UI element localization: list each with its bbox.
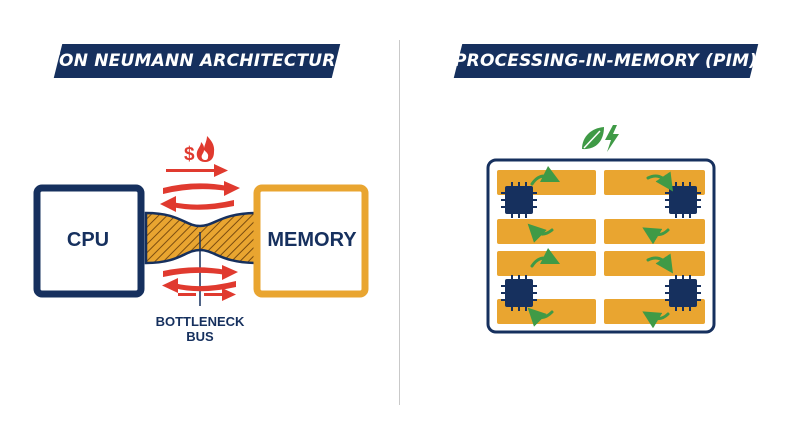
bottleneck-bus-label: BOTTLENECK BUS bbox=[150, 314, 250, 344]
cycle-arrow-icon bbox=[527, 307, 554, 327]
bus-label-line1: BOTTLENECK bbox=[155, 314, 245, 329]
bus-label-line2: BUS bbox=[186, 329, 214, 344]
arrow-right-icon bbox=[166, 164, 228, 177]
memory-cell bbox=[604, 251, 705, 276]
fire-icon bbox=[196, 136, 215, 162]
panel-divider bbox=[399, 40, 400, 405]
memory-cell bbox=[497, 219, 596, 244]
chip-icon bbox=[501, 182, 537, 218]
cycle-arrow-icon bbox=[646, 253, 673, 274]
cycle-arrow-icon bbox=[527, 223, 554, 243]
arrow-right-icon bbox=[178, 288, 236, 301]
chip-icon bbox=[501, 275, 537, 311]
cpu-box bbox=[33, 184, 145, 298]
bottleneck-bus bbox=[144, 211, 260, 265]
chip-icon bbox=[665, 182, 701, 218]
arrow-left-icon bbox=[162, 278, 236, 293]
cycle-arrow-icon bbox=[530, 247, 561, 268]
arrow-right-icon bbox=[163, 265, 238, 280]
arrow-right-icon bbox=[163, 181, 240, 196]
chip-icon bbox=[665, 275, 701, 311]
pim-memory-board bbox=[486, 158, 716, 334]
memory-label: MEMORY bbox=[267, 229, 357, 251]
cycle-arrow-icon bbox=[642, 311, 670, 329]
memory-cell bbox=[497, 251, 596, 276]
dollar-icon: $ bbox=[184, 144, 195, 165]
lightning-icon bbox=[605, 125, 619, 152]
leaf-icon bbox=[582, 127, 604, 150]
arrow-left-icon bbox=[160, 196, 234, 212]
memory-box bbox=[253, 184, 369, 298]
cycle-arrow-icon bbox=[530, 165, 561, 186]
cpu-label: CPU bbox=[66, 229, 110, 251]
cycle-arrow-icon bbox=[646, 171, 673, 192]
cycle-arrow-icon bbox=[642, 227, 670, 245]
memory-cell bbox=[604, 219, 705, 244]
